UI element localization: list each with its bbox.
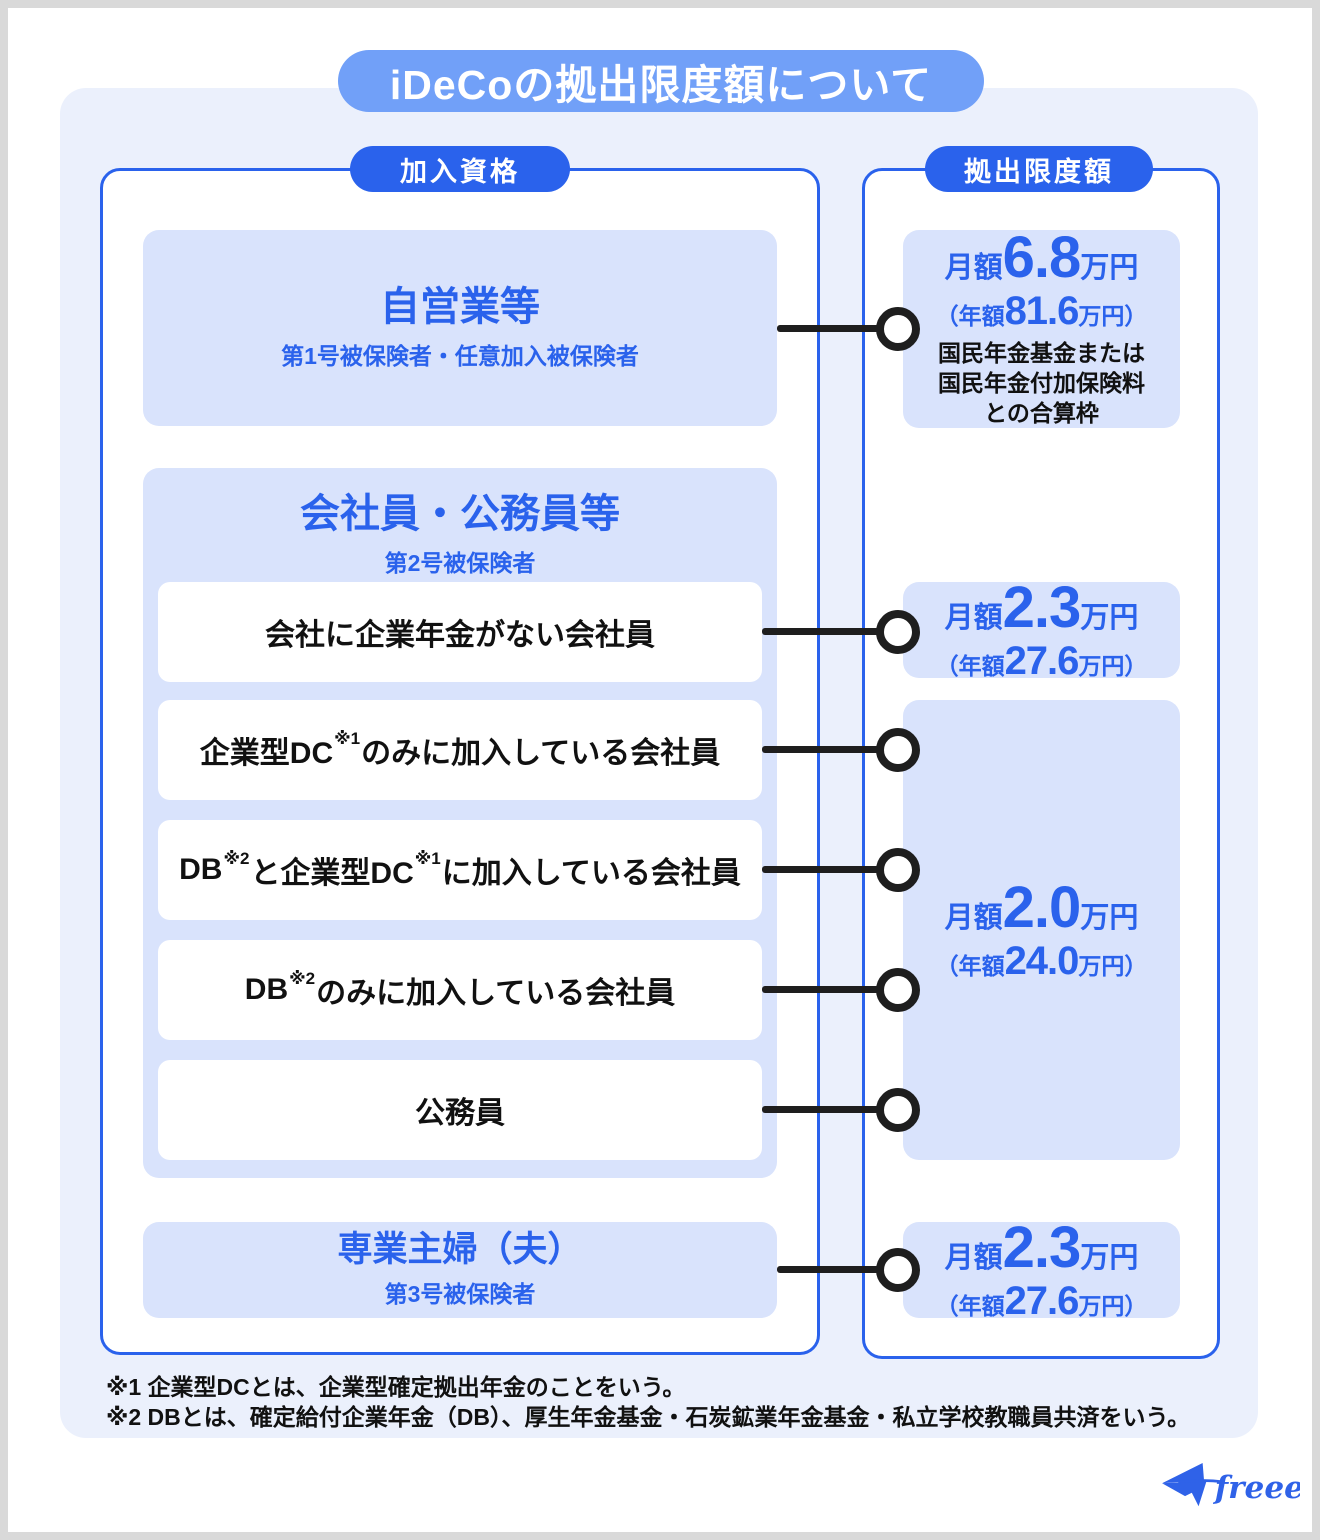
employees-title: 会社員・公務員等: [300, 492, 620, 536]
homemaker-subtitle: 第3号被保険者: [384, 1280, 536, 1307]
connector-line: [762, 746, 884, 753]
logo-text: freee: [1213, 1470, 1300, 1506]
monthly-unit: 万円: [1080, 252, 1139, 285]
employees-subtitle: 第2号被保険者: [384, 550, 536, 576]
employee-row-db-only: DB ※2 のみに加入している会社員: [158, 940, 762, 1040]
annual-unit: 万円）: [1078, 303, 1148, 330]
monthly-value: 2.0: [1002, 875, 1082, 940]
row-label: に加入している会社員: [441, 857, 741, 890]
connector-line: [777, 1266, 884, 1273]
monthly-unit: 万円: [1080, 602, 1139, 634]
employee-row-no-pension: 会社に企業年金がない会社員: [158, 582, 762, 682]
connector-dot: [876, 307, 920, 351]
monthly-value: 6.8: [1002, 225, 1082, 291]
self-employed-subtitle: 第1号被保険者・任意加入被保険者: [281, 343, 639, 369]
row-label: 公務員: [415, 1097, 505, 1130]
annual-label: （年額: [935, 653, 1005, 679]
monthly-label: 月額: [944, 1242, 1003, 1274]
footnote-1: ※1 企業型DCとは、企業型確定拠出年金のことをいう。: [106, 1374, 686, 1400]
connector-line: [762, 1106, 884, 1113]
row-label: 会社に企業年金がない会社員: [265, 619, 655, 652]
footnote-marker: ※1: [414, 849, 441, 868]
footnote-marker: ※2: [289, 969, 316, 988]
annual-label: （年額: [935, 303, 1005, 330]
monthly-unit: 万円: [1080, 1242, 1139, 1274]
footnote-marker: ※1: [334, 729, 361, 748]
annual-value: 27.6: [1004, 1279, 1080, 1323]
page-title: iDeCoの拠出限度額について: [338, 50, 984, 112]
connector-dot: [876, 848, 920, 892]
monthly-label: 月額: [944, 902, 1003, 934]
row-label: のみに加入している会社員: [316, 977, 676, 1010]
self-employed-title: 自営業等: [380, 285, 540, 329]
annual-label: （年額: [935, 953, 1005, 979]
note-line: 国民年金付加保険料: [938, 370, 1145, 397]
row-label: DB: [179, 853, 223, 886]
monthly-value: 2.3: [1002, 1215, 1082, 1280]
homemaker-title: 専業主婦（夫）: [337, 1230, 583, 1270]
connector-dot: [876, 728, 920, 772]
connector-line: [762, 866, 884, 873]
connector-line: [762, 986, 884, 993]
connector-dot: [876, 1248, 920, 1292]
annual-label: （年額: [935, 1293, 1005, 1319]
swallow-icon: freee: [1162, 1463, 1304, 1507]
connector-dot: [876, 1088, 920, 1132]
connector-dot: [876, 610, 920, 654]
eligibility-header: 加入資格: [350, 146, 570, 192]
note-line: 国民年金基金または: [938, 340, 1145, 367]
footnote-2: ※2 DBとは、確定給付企業年金（DB）、厚生年金基金・石炭鉱業年金基金・私立学…: [106, 1404, 1191, 1430]
annual-unit: 万円）: [1078, 953, 1148, 979]
employee-row-civil-servant: 公務員: [158, 1060, 762, 1160]
row-label: のみに加入している会社員: [361, 737, 721, 770]
monthly-label: 月額: [944, 252, 1003, 285]
limit-note: 国民年金基金または 国民年金付加保険料 との合算枠: [938, 339, 1145, 429]
row-label: DB: [244, 973, 289, 1006]
annual-value: 81.6: [1004, 289, 1080, 334]
freee-logo: freee: [1158, 1455, 1304, 1517]
monthly-label: 月額: [944, 602, 1003, 634]
annual-unit: 万円）: [1078, 653, 1148, 679]
annual-value: 24.0: [1004, 939, 1080, 983]
annual-unit: 万円）: [1078, 1293, 1148, 1319]
connector-line: [762, 628, 884, 635]
employee-row-db-and-dc: DB ※2 と企業型DC ※1 に加入している会社員: [158, 820, 762, 920]
monthly-value: 2.3: [1002, 575, 1082, 640]
connector-line: [777, 325, 884, 332]
limit-header: 拠出限度額: [925, 146, 1153, 192]
self-employed-box: 自営業等 第1号被保険者・任意加入被保険者: [143, 230, 777, 426]
row-label: 企業型DC: [199, 737, 334, 770]
note-line: との合算枠: [984, 399, 1099, 426]
employee-row-corporate-dc: 企業型DC ※1 のみに加入している会社員: [158, 700, 762, 800]
footnote-marker: ※2: [223, 849, 250, 868]
connector-dot: [876, 968, 920, 1012]
homemaker-box: 専業主婦（夫） 第3号被保険者: [143, 1222, 777, 1318]
annual-value: 27.6: [1004, 639, 1080, 683]
row-label: と企業型DC: [250, 857, 414, 890]
monthly-unit: 万円: [1080, 902, 1139, 934]
